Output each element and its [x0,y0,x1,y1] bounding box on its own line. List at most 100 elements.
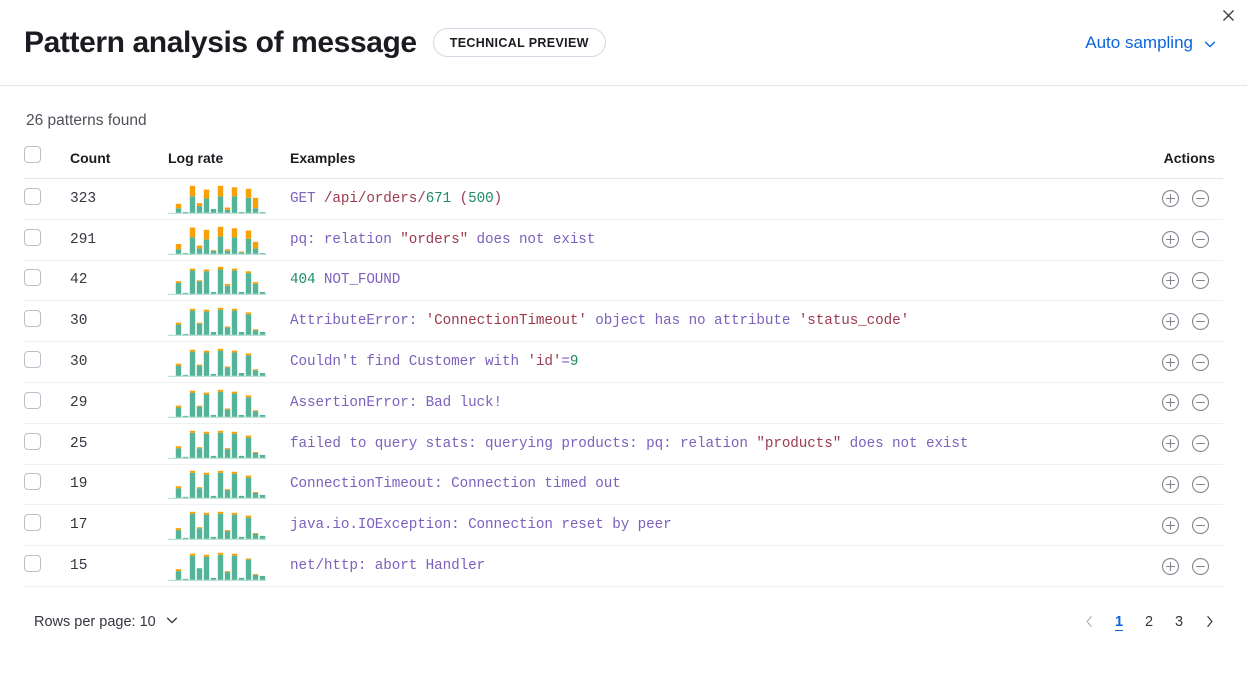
example-token: = [561,354,570,371]
table-row[interactable]: 19 ConnectionTimeout: Connection timed ou… [24,464,1223,506]
minus-in-circle-icon[interactable] [1185,469,1215,499]
example-token: 404 [290,272,316,289]
select-all-header [24,146,70,179]
technical-preview-badge: TECHNICAL PREVIEW [432,28,606,57]
row-log-rate-sparkline [168,178,290,220]
row-actions [1115,464,1223,506]
column-header-count[interactable]: Count [70,146,168,179]
select-all-checkbox[interactable] [24,146,41,163]
rows-per-page-selector[interactable]: Rows per page: 10 [34,613,179,631]
table-row[interactable]: 42 404 NOT_FOUND [24,260,1223,302]
row-example: GET /api/orders/671 (500) [290,178,1115,220]
row-actions [1115,260,1223,302]
page-1-button[interactable]: 1 [1114,613,1124,630]
row-actions [1115,178,1223,220]
plus-in-circle-icon[interactable] [1155,510,1185,540]
header-left-group: Pattern analysis of message TECHNICAL PR… [24,26,606,60]
close-icon[interactable] [1215,2,1241,28]
row-checkbox[interactable] [24,187,41,205]
row-count: 17 [70,504,168,547]
row-actions [1115,382,1223,424]
example-token: GET [290,190,324,207]
row-log-rate-sparkline [168,504,290,547]
table-row[interactable]: 17 java.io.IOException: Connection reset … [24,504,1223,547]
plus-in-circle-icon[interactable] [1155,265,1185,295]
row-checkbox[interactable] [24,391,41,409]
row-select-cell [24,464,70,506]
table-footer: Rows per page: 10 1 2 3 [0,587,1247,643]
row-count: 29 [70,382,168,424]
auto-sampling-dropdown[interactable]: Auto sampling [1085,33,1223,53]
row-checkbox[interactable] [24,473,41,491]
example-token: ( [451,190,469,207]
chevron-left-icon[interactable] [1075,607,1103,637]
minus-in-circle-icon[interactable] [1185,306,1215,336]
row-actions [1115,300,1223,343]
row-checkbox[interactable] [24,269,41,287]
row-select-cell [24,219,70,261]
row-checkbox[interactable] [24,555,41,573]
row-count: 30 [70,341,168,383]
column-header-log-rate[interactable]: Log rate [168,146,290,179]
row-log-rate-sparkline [168,300,290,343]
minus-in-circle-icon[interactable] [1185,388,1215,418]
row-count: 42 [70,260,168,302]
plus-in-circle-icon[interactable] [1155,225,1185,255]
chevron-right-icon[interactable] [1195,607,1223,637]
row-checkbox[interactable] [24,228,41,246]
example-token: "orders" [400,231,469,248]
example-token: 'id' [527,354,562,371]
example-token: /api/orders/ [323,190,426,207]
row-checkbox[interactable] [24,351,41,369]
example-token: failed to query stats: querying products… [290,435,757,452]
row-checkbox[interactable] [24,514,41,532]
row-example: java.io.IOException: Connection reset by… [290,504,1115,547]
minus-in-circle-icon[interactable] [1185,551,1215,581]
row-select-cell [24,423,70,465]
minus-in-circle-icon[interactable] [1185,184,1215,214]
page-2-button[interactable]: 2 [1144,613,1154,630]
row-checkbox[interactable] [24,310,41,328]
row-select-cell [24,504,70,547]
patterns-found-count: 26 patterns found [26,112,147,129]
plus-in-circle-icon[interactable] [1155,429,1185,459]
row-example: 404 NOT_FOUND [290,260,1115,302]
plus-in-circle-icon[interactable] [1155,551,1185,581]
row-count: 19 [70,464,168,506]
row-select-cell [24,260,70,302]
plus-in-circle-icon[interactable] [1155,184,1185,214]
row-checkbox[interactable] [24,432,41,450]
row-example: ConnectionTimeout: Connection timed out [290,464,1115,506]
plus-in-circle-icon[interactable] [1155,469,1185,499]
panel-body: 26 patterns found Count Log rate Example… [0,86,1247,587]
row-example: failed to query stats: querying products… [290,423,1115,465]
panel-header: Pattern analysis of message TECHNICAL PR… [0,0,1247,86]
plus-in-circle-icon[interactable] [1155,347,1185,377]
column-header-examples[interactable]: Examples [290,146,1115,179]
example-token: 'status_code' [798,313,910,330]
minus-in-circle-icon[interactable] [1185,265,1215,295]
chevron-down-icon [1203,36,1217,50]
row-count: 291 [70,219,168,261]
example-token: ConnectionTimeout: Connection timed out [290,476,621,493]
table-row[interactable]: 323 GET /api/orders/671 (500) [24,178,1223,220]
minus-in-circle-icon[interactable] [1185,429,1215,459]
plus-in-circle-icon[interactable] [1155,388,1185,418]
example-token: 500 [468,190,494,207]
row-count: 323 [70,178,168,220]
minus-in-circle-icon[interactable] [1185,225,1215,255]
example-token: java.io.IOException: Connection reset by… [290,517,672,534]
example-token: "products" [756,435,842,452]
row-log-rate-sparkline [168,382,290,424]
minus-in-circle-icon[interactable] [1185,347,1215,377]
plus-in-circle-icon[interactable] [1155,306,1185,336]
page-3-button[interactable]: 3 [1174,613,1184,630]
minus-in-circle-icon[interactable] [1185,510,1215,540]
